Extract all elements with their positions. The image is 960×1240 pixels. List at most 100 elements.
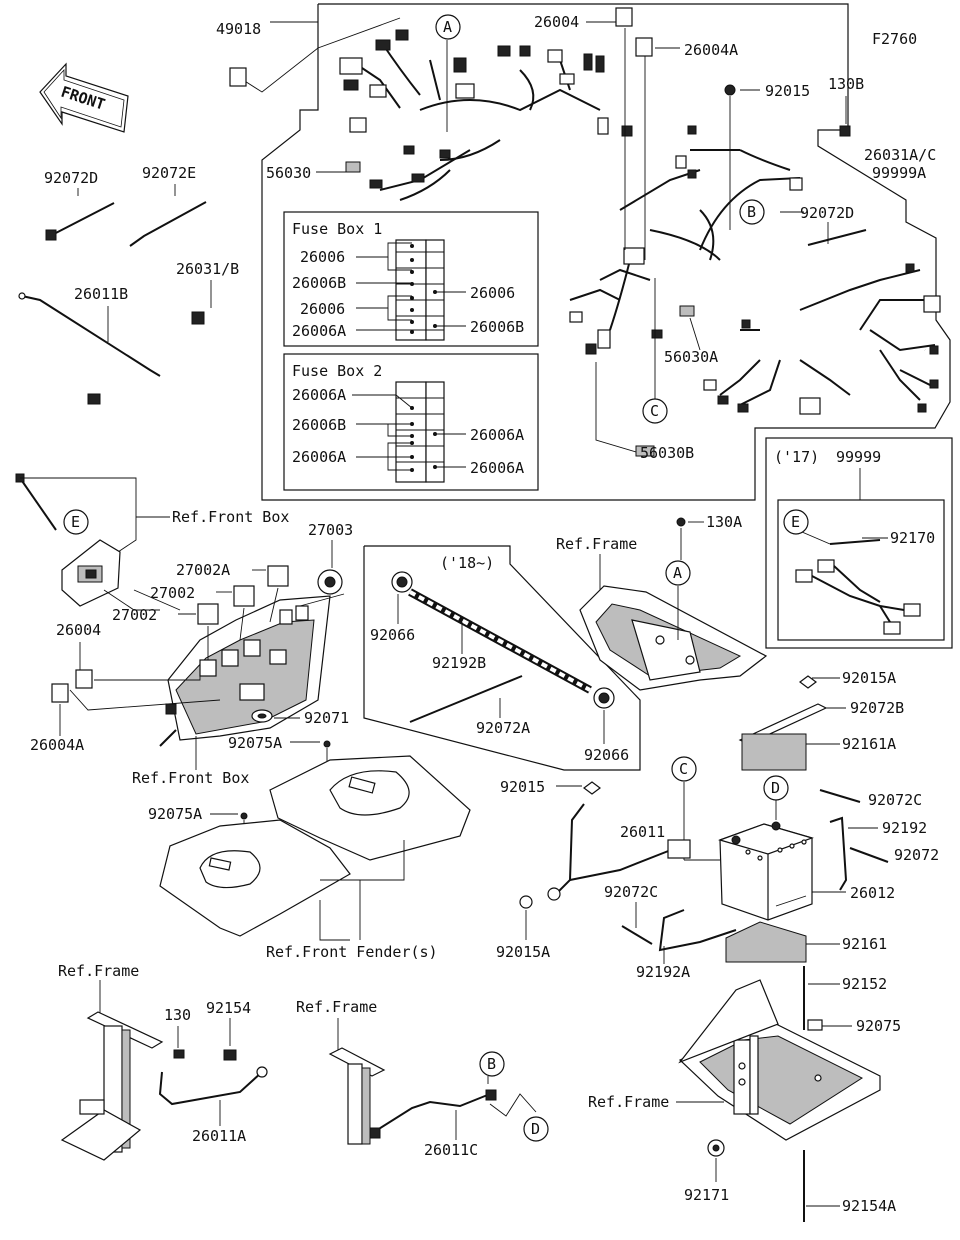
label-26011: 26011 [620, 823, 665, 841]
harness-connectors [339, 29, 941, 415]
label-92066-a: 92066 [370, 626, 415, 644]
label-26012: 26012 [850, 884, 895, 902]
label-ref-frame-center: Ref.Frame [556, 535, 637, 553]
label-ref-frame-battery: Ref.Frame [588, 1093, 669, 1111]
label-27002-b: 27002 [112, 606, 157, 624]
label-49018: 49018 [216, 20, 261, 38]
nut-92015 [724, 84, 736, 96]
label-26011A: 26011A [192, 1127, 246, 1145]
fuse1-label-r2: 26006B [470, 318, 524, 336]
fuse1-label-r1: 26006 [470, 284, 515, 302]
label-92072B: 92072B [850, 699, 904, 717]
svg-text:A: A [673, 564, 682, 582]
bolt-130B [839, 125, 851, 137]
fuse1-label-l4: 26006A [292, 322, 346, 340]
label-92066-b: 92066 [584, 746, 629, 764]
front-fenders-group: 92075A 92075A Ref.Front Fender(s) [148, 734, 471, 961]
label-27003: 27003 [308, 521, 353, 539]
figure-code: F2760 [872, 30, 917, 48]
label-130A: 130A [706, 513, 742, 531]
label-ref-frame-mid: Ref.Frame [296, 998, 377, 1016]
ground-cable-group-a: Ref.Frame 130 92154 26011A [58, 962, 268, 1161]
label-92072C-b: 92072C [604, 883, 658, 901]
label-26011C: 26011C [424, 1141, 478, 1159]
label-92154A: 92154A [842, 1197, 896, 1215]
fuse2-label-l1: 26006A [292, 386, 346, 404]
label-ref-front-box-bottom: Ref.Front Box [132, 769, 249, 787]
callout-C-top: C [642, 398, 668, 424]
label-92075A-b: 92075A [148, 805, 202, 823]
label-92192: 92192 [882, 819, 927, 837]
label-26004A-top: 26004A [684, 41, 738, 59]
callout-A-top: A [435, 14, 461, 40]
tie-92072A [409, 675, 523, 723]
tie-92072D-right [807, 229, 867, 246]
label-plate-56030B [635, 445, 655, 457]
fuse-box-1-panel: Fuse Box 1 26006 26006B 26006 26006A 260… [283, 211, 539, 347]
label-26011B: 26011B [74, 285, 128, 303]
connector-26004A [635, 37, 653, 57]
battery-cable-group: 92015 C 26011 92015A 92072C 92192A [496, 756, 737, 981]
label-92075: 92075 [856, 1017, 901, 1035]
inset-18-panel: ('18~) 92066 92192B 92072A 92066 [363, 545, 641, 771]
label-56030A: 56030A [664, 348, 718, 366]
fuse2-label-l2: 26006B [292, 416, 346, 434]
fuse2-label-l3: 26006A [292, 448, 346, 466]
label-92015A-b: 92015A [496, 943, 550, 961]
label-92071: 92071 [304, 709, 349, 727]
inset-18-year: ('18~) [440, 554, 494, 572]
fuse1-label-l1: 26006 [300, 248, 345, 266]
front-arrow-icon: FRONT [39, 62, 129, 133]
label-92170: 92170 [890, 529, 935, 547]
fuse-box-2-title: Fuse Box 2 [292, 362, 382, 380]
callout-B-top: B [739, 199, 765, 225]
svg-text:E: E [71, 513, 80, 531]
inset-17-year: ('17) [774, 448, 819, 466]
fuse1-label-l3: 26006 [300, 300, 345, 318]
connector-49018 [229, 67, 247, 87]
label-ref-front-box-top: Ref.Front Box [172, 508, 289, 526]
label-92161: 92161 [842, 935, 887, 953]
label-92015-top: 92015 [765, 82, 810, 100]
label-92015A-a: 92015A [842, 669, 896, 687]
label-92015-mid: 92015 [500, 778, 545, 796]
label-27002A: 27002A [176, 561, 230, 579]
fuse-box-2-panel: Fuse Box 2 26006A 26006B 26006A 26006A 2… [283, 353, 539, 491]
battery-group: 92015A 92072B 92161A D 26012 92072C 9219… [588, 669, 939, 1222]
label-92072A: 92072A [476, 719, 530, 737]
label-92192B: 92192B [432, 654, 486, 672]
label-99999: 99999 [836, 448, 881, 466]
label-130: 130 [164, 1006, 191, 1024]
label-56030B: 56030B [640, 444, 694, 462]
svg-text:C: C [650, 402, 659, 420]
label-56030: 56030 [266, 164, 311, 182]
frame-group-center: Ref.Frame 130A A [556, 513, 768, 691]
label-99999A: 99999A [872, 164, 926, 182]
svg-text:B: B [747, 203, 756, 221]
fuse1-label-l2: 26006B [292, 274, 346, 292]
label-26004A-left: 26004A [30, 736, 84, 754]
tie-92072E [129, 201, 207, 247]
label-ref-front-fenders: Ref.Front Fender(s) [266, 943, 438, 961]
label-92161A: 92161A [842, 735, 896, 753]
svg-text:D: D [531, 1120, 540, 1138]
tie-92170 [829, 539, 881, 545]
label-92072C-a: 92072C [868, 791, 922, 809]
label-130B: 130B [828, 75, 864, 93]
front-box-group: Ref.Front Box E Ref.Front Box 27003 2700… [15, 473, 353, 787]
cable-26011B [21, 295, 161, 377]
cable-26031B [95, 321, 238, 416]
label-26004-left: 26004 [56, 621, 101, 639]
connector-26004 [615, 7, 633, 27]
svg-text:A: A [443, 18, 452, 36]
inset-17-panel: ('17) 99999 E 92170 [765, 437, 953, 649]
label-92072D-right: 92072D [800, 204, 854, 222]
svg-text:B: B [487, 1055, 496, 1073]
label-26031AC: 26031A/C [864, 146, 936, 164]
svg-text:D: D [771, 779, 780, 797]
label-ref-frame-left: Ref.Frame [58, 962, 139, 980]
label-92152: 92152 [842, 975, 887, 993]
label-26031B: 26031/B [176, 260, 239, 278]
harness-frame [261, 3, 951, 501]
label-92072D-left: 92072D [44, 169, 98, 187]
